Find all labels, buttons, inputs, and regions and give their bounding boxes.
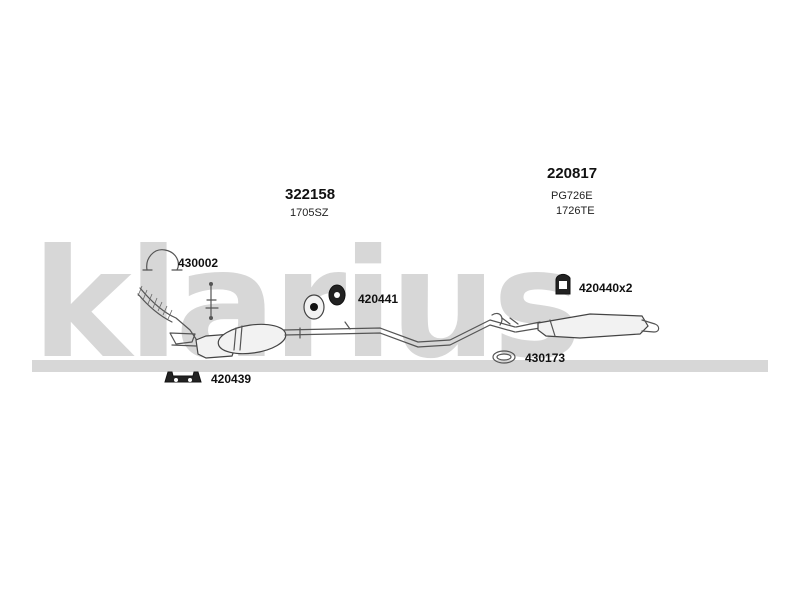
label-430173: 430173	[525, 351, 565, 365]
watermark-underline	[32, 360, 768, 372]
label-420441: 420441	[358, 292, 398, 306]
watermark: klarius	[32, 218, 768, 392]
clamp-430002: 430002	[142, 249, 218, 271]
mount-420440: 420440x2	[555, 273, 633, 295]
label-322158: 322158	[285, 186, 335, 203]
label-1705SZ: 1705SZ	[290, 207, 329, 219]
label-420439: 420439	[211, 372, 251, 386]
label-420440x2: 420440x2	[579, 281, 633, 295]
mount-420441: 420441	[303, 284, 398, 320]
ring-430173: 430173	[492, 350, 565, 365]
front-flex-pipe	[137, 285, 199, 347]
label-PG726E: PG726E	[551, 190, 593, 202]
label-430002: 430002	[178, 256, 218, 270]
label-220817: 220817	[547, 165, 597, 182]
intermediate-pipe	[283, 312, 541, 348]
front-silencer	[195, 323, 287, 359]
front-bolt	[205, 282, 219, 320]
front-silencer-labels: 322158 1705SZ	[285, 186, 335, 219]
rear-silencer	[537, 313, 660, 339]
bracket-420439: 420439	[164, 371, 251, 386]
label-1726TE: 1726TE	[556, 205, 595, 217]
rear-silencer-labels: 220817 PG726E 1726TE	[547, 165, 597, 217]
